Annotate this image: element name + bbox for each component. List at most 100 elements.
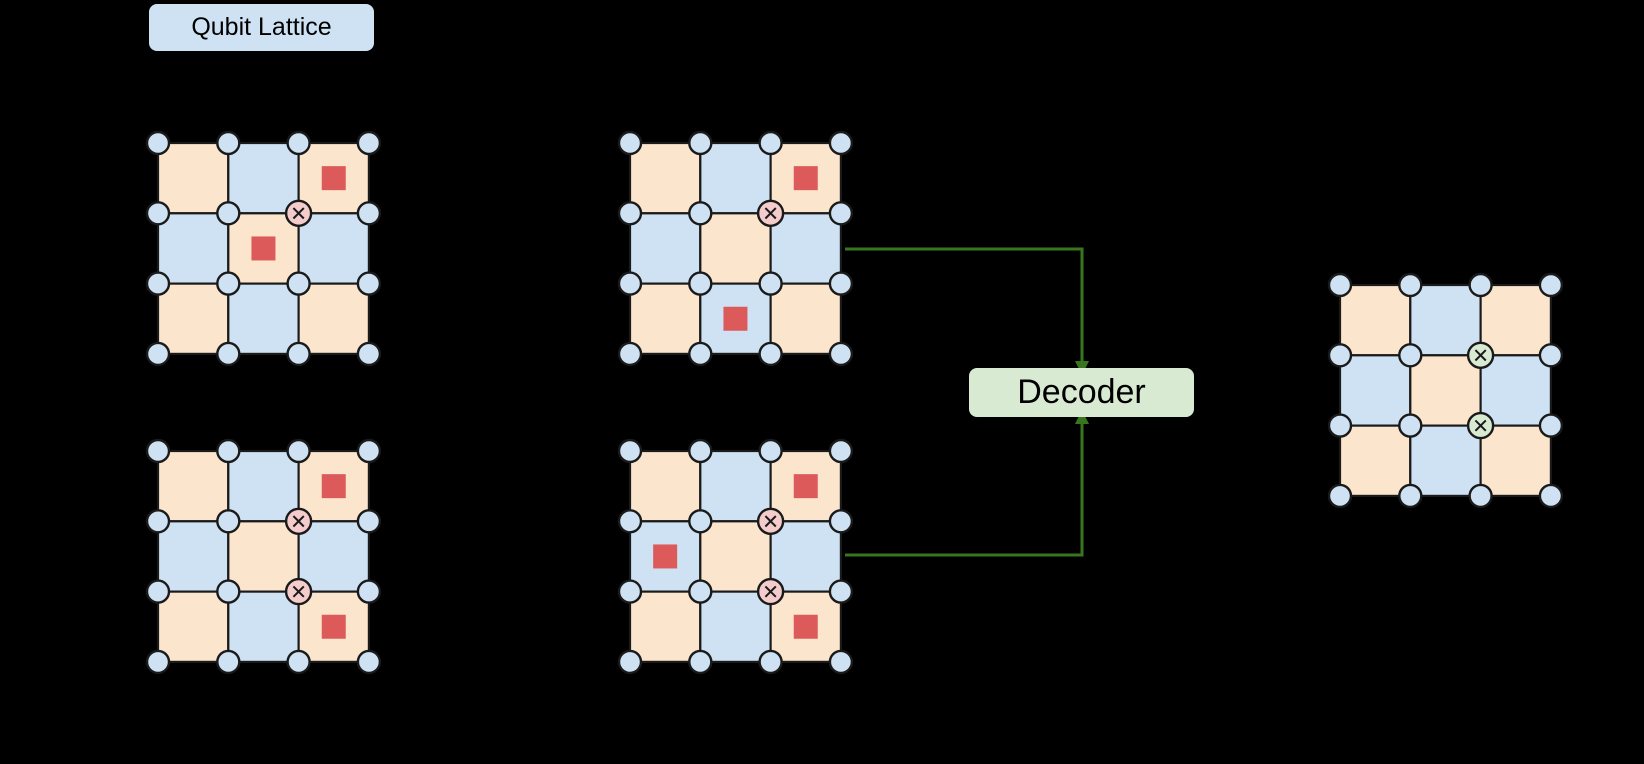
qubit-node[interactable] xyxy=(617,509,643,534)
qubit-node[interactable] xyxy=(216,438,241,464)
qubit-node[interactable] xyxy=(145,438,171,464)
lattice-cell xyxy=(628,590,702,663)
x-glyph-icon xyxy=(1474,419,1487,432)
qubit-node[interactable] xyxy=(688,341,713,367)
qubit-node[interactable] xyxy=(216,509,241,534)
x-glyph-icon xyxy=(764,585,777,598)
x-glyph-icon xyxy=(764,515,777,528)
qubit-node[interactable] xyxy=(1538,413,1564,438)
lattice-cell xyxy=(1409,424,1482,498)
qubit-node[interactable] xyxy=(1327,413,1353,438)
qubit-node[interactable] xyxy=(1398,413,1423,438)
qubit-node[interactable] xyxy=(828,201,854,226)
error-marker xyxy=(321,474,346,499)
decoder-node[interactable]: Decoder xyxy=(969,368,1194,417)
qubit-node[interactable] xyxy=(828,579,854,604)
lattice-cell xyxy=(227,141,300,215)
qubit-node[interactable] xyxy=(145,201,171,226)
lattice-cell xyxy=(699,212,772,285)
qubit-node[interactable] xyxy=(688,649,713,675)
qubit-node[interactable] xyxy=(758,271,783,296)
lattice-cell xyxy=(628,282,702,356)
qubit-node[interactable] xyxy=(356,649,382,675)
qubit-node[interactable] xyxy=(286,271,311,296)
error-marker xyxy=(321,614,346,639)
qubit-node[interactable] xyxy=(1398,483,1423,509)
lattice-cell xyxy=(1409,354,1482,427)
qubit-node[interactable] xyxy=(145,509,171,534)
qubit-node[interactable] xyxy=(688,579,713,604)
qubit-node[interactable] xyxy=(688,130,713,156)
qubit-node[interactable] xyxy=(1468,272,1493,298)
qubit-node[interactable] xyxy=(617,201,643,226)
qubit-node[interactable] xyxy=(758,438,783,464)
qubit-node[interactable] xyxy=(828,130,854,156)
qubit-node[interactable] xyxy=(286,341,311,367)
qubit-node[interactable] xyxy=(356,130,382,156)
qubit-node[interactable] xyxy=(216,271,241,296)
qubit-node[interactable] xyxy=(828,649,854,675)
lattice-cell xyxy=(297,520,371,593)
lattice-cell xyxy=(227,590,300,663)
qubit-node[interactable] xyxy=(216,579,241,604)
qubit-node[interactable] xyxy=(758,130,783,156)
qubit-node[interactable] xyxy=(1538,483,1564,509)
qubit-node[interactable] xyxy=(828,438,854,464)
qubit-node[interactable] xyxy=(145,341,171,367)
qubit-node[interactable] xyxy=(216,649,241,675)
qubit-node[interactable] xyxy=(286,438,311,464)
lattice-top-middle xyxy=(617,130,854,367)
qubit-lattice-title-label: Qubit Lattice xyxy=(191,13,332,41)
qubit-node[interactable] xyxy=(145,649,171,675)
lattice-cell xyxy=(156,449,230,523)
x-glyph-icon xyxy=(764,207,777,220)
qubit-node[interactable] xyxy=(617,130,643,156)
lattice-cell xyxy=(1338,283,1412,357)
wire-arrowhead-icon xyxy=(1075,410,1089,424)
qubit-node[interactable] xyxy=(1327,483,1353,509)
qubit-node[interactable] xyxy=(688,509,713,534)
qubit-node[interactable] xyxy=(688,201,713,226)
syndrome-wire-bottom xyxy=(845,410,1089,557)
qubit-node[interactable] xyxy=(1327,272,1353,298)
qubit-node[interactable] xyxy=(617,649,643,675)
lattice-cell xyxy=(156,212,230,285)
qubit-node[interactable] xyxy=(1327,343,1353,368)
qubit-node[interactable] xyxy=(286,130,311,156)
qubit-node[interactable] xyxy=(758,341,783,367)
qubit-node[interactable] xyxy=(1538,272,1564,298)
lattice-cell xyxy=(1338,354,1412,427)
qubit-node[interactable] xyxy=(1538,343,1564,368)
qubit-node[interactable] xyxy=(356,201,382,226)
qubit-node[interactable] xyxy=(828,271,854,296)
qubit-node[interactable] xyxy=(617,579,643,604)
qubit-node[interactable] xyxy=(1398,343,1423,368)
qubit-node[interactable] xyxy=(356,579,382,604)
wire-path xyxy=(845,423,1084,557)
qubit-node[interactable] xyxy=(356,509,382,534)
qubit-node[interactable] xyxy=(617,271,643,296)
qubit-node[interactable] xyxy=(145,579,171,604)
error-marker xyxy=(793,614,818,639)
qubit-node[interactable] xyxy=(688,438,713,464)
qubit-node[interactable] xyxy=(1468,483,1493,509)
lattice-cell xyxy=(628,449,702,523)
qubit-node[interactable] xyxy=(1398,272,1423,298)
qubit-node[interactable] xyxy=(216,201,241,226)
qubit-node[interactable] xyxy=(617,438,643,464)
qubit-node[interactable] xyxy=(145,271,171,296)
qubit-node[interactable] xyxy=(216,130,241,156)
qubit-node[interactable] xyxy=(828,509,854,534)
qubit-node[interactable] xyxy=(828,341,854,367)
qubit-node[interactable] xyxy=(286,649,311,675)
qubit-node[interactable] xyxy=(617,341,643,367)
qubit-node[interactable] xyxy=(356,341,382,367)
qubit-node[interactable] xyxy=(356,271,382,296)
qubit-node[interactable] xyxy=(758,649,783,675)
lattice-cell xyxy=(227,449,300,523)
qubit-node[interactable] xyxy=(356,438,382,464)
qubit-node[interactable] xyxy=(216,341,241,367)
qubit-node[interactable] xyxy=(145,130,171,156)
qubit-node[interactable] xyxy=(688,271,713,296)
lattice-bottom-left xyxy=(145,438,382,675)
